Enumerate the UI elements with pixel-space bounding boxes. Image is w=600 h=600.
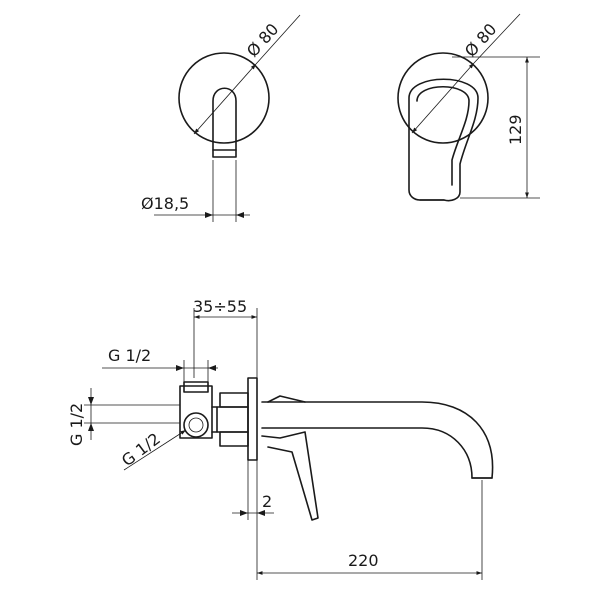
plate-thickness-label: 2 (262, 492, 272, 511)
front-plate-dim-leader (255, 14, 301, 65)
front-plate-diameter-label: Ø 80 (243, 20, 283, 61)
valve-port-outer (183, 412, 209, 438)
top-conn-arrow-left (176, 365, 184, 371)
left-conn-arrow-bottom (88, 423, 94, 431)
front-spout-body (212, 87, 237, 158)
side-plate-diameter-label: Ø 80 (461, 20, 501, 61)
front-plate-dim-line (193, 63, 257, 135)
front-view: Ø 80 Ø18,5 (141, 14, 301, 222)
wall-plate (247, 377, 258, 461)
collar-body (216, 406, 249, 433)
valve-top-fitting (183, 381, 209, 393)
side-height-label: 129 (506, 114, 525, 145)
side-plate-dim-line (411, 62, 475, 134)
valve-port-inner (188, 417, 204, 433)
left-conn-arrow-top (88, 397, 94, 405)
section-view: 35÷55 G 1/2 G 1/2 G 1/2 2 220 (67, 297, 494, 580)
valve-body (179, 385, 213, 439)
thickness-arrow-left (240, 510, 248, 516)
side-plate-dim-leader (473, 13, 521, 64)
top-connection-label: G 1/2 (108, 346, 151, 365)
collar-lower (219, 431, 249, 447)
left-connection-label: G 1/2 (67, 403, 86, 446)
side-view: Ø 80 129 (397, 13, 540, 202)
lever-handle (261, 395, 319, 521)
spout-dim-arrow-right (236, 212, 244, 218)
collar-upper (219, 392, 249, 408)
thickness-arrow-right (257, 510, 265, 516)
side-body-inner (416, 85, 470, 186)
spout-length-label: 220 (348, 551, 379, 570)
lower-connection-label: G 1/2 (118, 429, 164, 470)
front-wall-plate (178, 52, 270, 144)
side-wall-plate (397, 52, 489, 144)
wall-depth-label: 35÷55 (193, 297, 247, 316)
lower-conn-leader (123, 429, 187, 471)
top-conn-arrow-right (208, 365, 216, 371)
spout-dim-arrow-left (205, 212, 213, 218)
spout-diameter-label: Ø18,5 (141, 194, 189, 213)
